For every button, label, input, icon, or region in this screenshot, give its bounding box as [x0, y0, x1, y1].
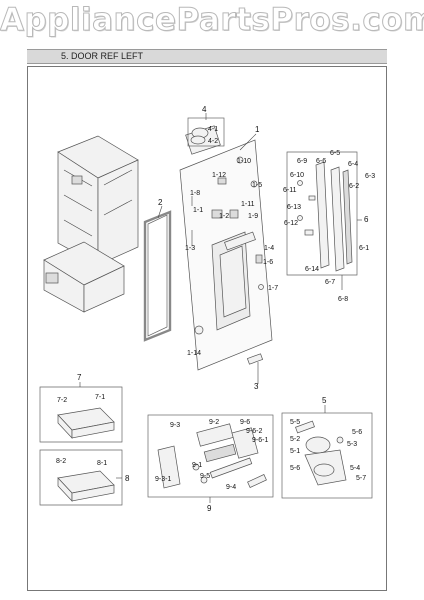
callout-9-6-2: 9-6-2	[246, 428, 262, 435]
callout-6-2: 6-2	[349, 183, 359, 190]
callout-1-12: 1-12	[212, 172, 226, 179]
callout-7-1: 7-1	[95, 394, 105, 401]
handle-assembly-illustration	[286, 151, 358, 276]
callout-6-13: 6-13	[287, 204, 301, 211]
callout-9-2: 9-2	[209, 419, 219, 426]
hinge-cap-illustration	[246, 353, 264, 376]
callout-8-1: 8-1	[97, 460, 107, 467]
callout-9-5: 9-5	[200, 473, 210, 480]
callout-9-3-1: 9-3-1	[155, 476, 171, 483]
callout-9-6-1: 9-6-1	[252, 437, 268, 444]
section-title: 5. DOOR REF LEFT	[61, 51, 144, 61]
refrigerator-cabinet-illustration	[43, 135, 139, 313]
callout-6-11: 6-11	[283, 187, 297, 194]
callout-6-12: 6-12	[284, 220, 298, 227]
door-bin-7-illustration	[39, 386, 123, 443]
callout-6-14: 6-14	[305, 266, 319, 273]
callout-8-2: 8-2	[56, 458, 66, 465]
callout-6-6: 6-6	[316, 158, 326, 165]
callout-1-3: 1-3	[185, 245, 195, 252]
callout-5-1: 5-1	[290, 448, 300, 455]
callout-6-3: 6-3	[365, 173, 375, 180]
callout-1-9: 1-9	[248, 213, 258, 220]
callout-7-2: 7-2	[57, 397, 67, 404]
callout-5-3: 5-3	[347, 441, 357, 448]
callout-1-1: 1-1	[193, 207, 203, 214]
callout-4-1: 4-1	[208, 126, 218, 133]
callout-6-10: 6-10	[290, 172, 304, 179]
door-panel-illustration	[179, 125, 273, 371]
callout-9-1: 9-1	[192, 462, 202, 469]
callout-5: 5	[322, 396, 327, 405]
callout-1-11: 1-11	[241, 201, 255, 208]
callout-1-8: 1-8	[190, 190, 200, 197]
callout-1-7: 1-7	[268, 285, 278, 292]
callout-6-9: 6-9	[297, 158, 307, 165]
callout-5-4: 5-4	[350, 465, 360, 472]
callout-6-7: 6-7	[325, 279, 335, 286]
callout-7: 7	[77, 373, 82, 382]
callout-1: 1	[255, 125, 260, 134]
callout-1-14: 1-14	[187, 350, 201, 357]
callout-9: 9	[207, 504, 212, 513]
callout-6-1: 6-1	[359, 245, 369, 252]
callout-2: 2	[158, 198, 163, 207]
ice-route-assembly-5-illustration	[281, 412, 373, 499]
callout-1-10: 1-10	[237, 158, 251, 165]
callout-5-6-top: 5-6	[352, 429, 362, 436]
callout-6: 6	[364, 215, 369, 224]
callout-3: 3	[254, 382, 259, 391]
callout-1-6: 1-6	[263, 259, 273, 266]
door-gasket-illustration	[143, 210, 172, 342]
callout-1-4: 1-4	[264, 245, 274, 252]
callout-9-4: 9-4	[226, 484, 236, 491]
callout-9-6: 9-6	[240, 419, 250, 426]
callout-9-3: 9-3	[170, 422, 180, 429]
callout-6-4: 6-4	[348, 161, 358, 168]
callout-4: 4	[202, 105, 207, 114]
callout-5-5: 5-5	[290, 419, 300, 426]
callout-labels: 1 2 3 4 4-1 4-2 1-10 1-12 1-5 1-8 1-11 1…	[56, 105, 375, 513]
dispenser-assembly-9-illustration	[147, 414, 274, 498]
section-header: 5. DOOR REF LEFT	[27, 49, 387, 64]
callout-4-2: 4-2	[208, 138, 218, 145]
callout-1-2: 1-2	[219, 213, 229, 220]
leader-lines	[79, 113, 362, 503]
door-bin-8-illustration	[39, 449, 123, 506]
diagram-frame	[27, 66, 387, 591]
callout-1-5: 1-5	[252, 182, 262, 189]
callout-5-6-bottom: 5-6	[290, 465, 300, 472]
callout-6-8: 6-8	[338, 296, 348, 303]
callout-8: 8	[125, 474, 130, 483]
callout-5-7: 5-7	[356, 475, 366, 482]
callout-5-2: 5-2	[290, 436, 300, 443]
watermark-logo: AppliancePartsPros.com	[0, 2, 424, 39]
callout-6-5: 6-5	[330, 150, 340, 157]
